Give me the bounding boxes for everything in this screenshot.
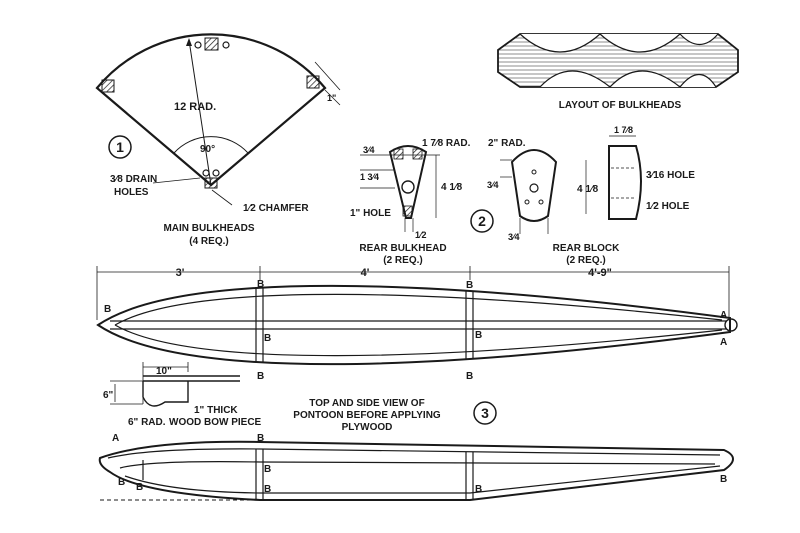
drain-hole	[194, 41, 202, 49]
side-caption-3: PLYWOOD	[342, 422, 393, 433]
bulkhead-notch	[101, 79, 115, 93]
bulkhead-cutout-top	[519, 33, 719, 53]
side-b-label: B	[475, 484, 482, 495]
rear-block-front	[510, 149, 558, 222]
chamfer-dim-label: 1"	[327, 93, 336, 103]
figure-number-circle	[108, 135, 132, 159]
bow-length: 10"	[156, 366, 172, 377]
angle-label: 90°	[200, 144, 215, 155]
figure-number-circle	[470, 209, 494, 233]
bow-height: 6"	[103, 390, 114, 401]
rear-block-bottom-dim: 3⁄4	[508, 232, 520, 242]
figure-number-circle	[473, 401, 497, 425]
rear-block-caption-1: REAR BLOCK	[553, 243, 620, 254]
rear-bulkhead-figure: 3⁄4 1 3⁄4 1 7⁄8 RAD. 4 1⁄8 1" HOLE 1⁄2 R…	[350, 138, 471, 266]
bow-piece-detail: 10" 6" 6" RAD. 1" THICK WOOD BOW PIECE	[103, 362, 262, 428]
top-b-label: B	[466, 280, 473, 291]
side-b-label: B	[136, 482, 143, 493]
top-b-label: B	[257, 371, 264, 382]
rear-block-small-hole: 3⁄16 HOLE	[646, 170, 695, 181]
rear-bulkhead-bottom-dim: 1⁄2	[415, 230, 427, 240]
top-a-label: A	[720, 310, 727, 321]
rear-block-width: 1 7⁄8	[614, 125, 633, 135]
side-a-label: A	[112, 433, 119, 444]
top-dim-1: 3'	[176, 267, 185, 279]
rear-bulkhead-caption-1: REAR BULKHEAD	[359, 243, 446, 254]
top-b-label: B	[475, 330, 482, 341]
rear-bulkhead-top-dim: 3⁄4	[363, 145, 375, 155]
bulkhead-notch	[204, 37, 219, 51]
side-b-label: B	[720, 474, 727, 485]
drain-hole	[212, 169, 220, 177]
drain-holes-label-1: 3⁄8 DRAIN	[110, 174, 157, 185]
drain-hole	[202, 169, 210, 177]
pontoon-top-outline	[96, 284, 731, 366]
top-dim-3: 4'-9"	[588, 267, 612, 279]
main-bulkhead-outline	[95, 33, 327, 187]
rear-bulkhead-caption-2: (2 REQ.)	[383, 255, 422, 266]
top-b-label: B	[257, 279, 264, 290]
bow-caption-1: 1" THICK	[194, 405, 238, 416]
side-view-caption: TOP AND SIDE VIEW OF PONTOON BEFORE APPL…	[293, 398, 497, 433]
main-bulkhead-caption-1: MAIN BULKHEADS	[163, 223, 254, 234]
layout-caption: LAYOUT OF BULKHEADS	[559, 100, 682, 111]
top-b-label: B	[104, 304, 111, 315]
bow-caption-2: WOOD BOW PIECE	[169, 417, 262, 428]
figure-number: 1	[116, 139, 124, 155]
figure-number: 3	[481, 405, 489, 421]
rear-block-height: 4 1⁄8	[577, 184, 599, 195]
top-b-label: B	[466, 371, 473, 382]
rear-bulkhead-side-dim: 1 3⁄4	[360, 172, 379, 182]
rear-block-side-dim: 3⁄4	[487, 180, 499, 190]
side-caption-1: TOP AND SIDE VIEW OF	[309, 398, 424, 409]
rear-bulkhead-hole-label: 1" HOLE	[350, 208, 391, 219]
pontoon-top-view: 3' 4' 4'-9" B B B B B B B A A	[96, 266, 738, 382]
side-caption-2: PONTOON BEFORE APPLYING	[293, 410, 441, 421]
rear-bulkhead-height: 4 1⁄8	[441, 182, 463, 193]
rear-bulkhead-radius: 1 7⁄8 RAD.	[422, 138, 471, 149]
main-bulkhead-caption-2: (4 REQ.)	[189, 236, 228, 247]
side-b-label: B	[264, 484, 271, 495]
radius-label: 12 RAD.	[174, 101, 216, 113]
drain-hole	[222, 41, 230, 49]
side-b-label: B	[257, 433, 264, 444]
rear-block-caption-2: (2 REQ.)	[566, 255, 605, 266]
top-dim-2: 4'	[361, 267, 370, 279]
chamfer-label: 1⁄2 CHAMFER	[243, 203, 309, 214]
pontoon-side-outline	[98, 440, 734, 501]
figure-number: 2	[478, 213, 486, 229]
layout-figure: LAYOUT OF BULKHEADS	[497, 33, 739, 111]
bulkhead-notch	[204, 177, 218, 189]
bow-radius: 6" RAD.	[128, 417, 166, 428]
rear-block-radius: 2" RAD.	[488, 138, 526, 149]
bulkhead-cutout-bottom	[539, 70, 717, 88]
angle-arc	[173, 136, 249, 154]
main-bulkhead-figure: 1 12 RAD. 90° 1" 3⁄8 DRAIN HOLES 1⁄2 CHA…	[95, 33, 341, 247]
pontoon-side-view: A B B B B B B B	[98, 433, 734, 501]
radius-line	[188, 39, 212, 186]
side-b-label: B	[264, 464, 271, 475]
rear-block-large-hole: 1⁄2 HOLE	[646, 201, 690, 212]
drain-holes-label-2: HOLES	[114, 187, 149, 198]
top-a-label: A	[720, 337, 727, 348]
bulkhead-notch	[306, 75, 320, 89]
top-b-label: B	[264, 333, 271, 344]
rear-bulkhead-hole	[401, 180, 415, 194]
side-b-label: B	[118, 477, 125, 488]
rear-block-side	[608, 145, 642, 220]
rear-block-figure: 2 2" RAD. 1 7⁄8 3⁄4 4 1⁄8 3⁄4 3⁄16 HOLE …	[470, 125, 695, 266]
